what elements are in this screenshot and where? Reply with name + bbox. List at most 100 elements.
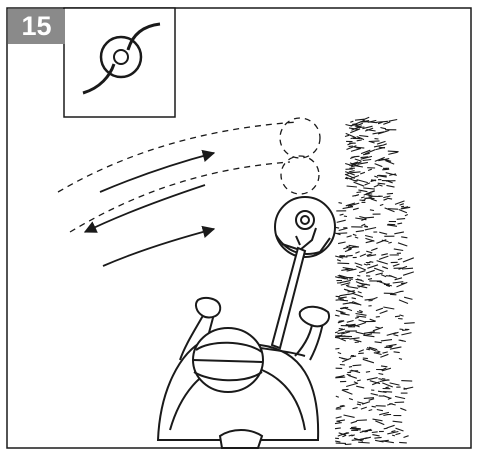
grass-stroke bbox=[398, 243, 407, 246]
grass-stroke bbox=[401, 283, 405, 284]
grass-stroke bbox=[349, 338, 359, 339]
grass-stroke bbox=[391, 431, 395, 432]
grass-stroke bbox=[390, 383, 400, 385]
step-number-badge: 15 bbox=[8, 9, 65, 44]
grass-stroke bbox=[339, 203, 342, 204]
grass-stroke bbox=[349, 367, 352, 368]
grass-stroke bbox=[354, 382, 358, 384]
grass-stroke bbox=[351, 149, 361, 152]
grass-stroke bbox=[399, 210, 407, 213]
grass-stroke bbox=[397, 219, 405, 220]
grass-stroke bbox=[350, 356, 356, 357]
grass-stroke bbox=[359, 271, 365, 273]
grass-stroke bbox=[358, 190, 367, 192]
grass-stroke bbox=[404, 436, 409, 438]
grass-stroke bbox=[349, 146, 353, 147]
grass-stroke bbox=[336, 233, 348, 234]
grass-stroke bbox=[383, 415, 387, 416]
arrow-right-upper bbox=[100, 153, 214, 192]
grass-stroke bbox=[353, 208, 359, 210]
grass-stroke bbox=[368, 279, 372, 280]
grass-stroke bbox=[347, 186, 357, 187]
grass-stroke bbox=[382, 267, 388, 269]
grass-stroke bbox=[396, 428, 404, 431]
grass-stroke bbox=[338, 297, 347, 298]
grass-stroke bbox=[380, 354, 388, 357]
grass-stroke bbox=[388, 152, 397, 154]
grass-stroke bbox=[360, 200, 366, 201]
grass-stroke bbox=[381, 254, 388, 256]
grass-stroke bbox=[369, 399, 374, 401]
grass-stroke bbox=[346, 255, 353, 256]
grass-stroke bbox=[378, 183, 386, 184]
grass-stroke bbox=[380, 128, 386, 129]
arrow-left bbox=[85, 185, 205, 232]
grass-stroke bbox=[363, 359, 374, 363]
grass-stroke bbox=[384, 199, 388, 200]
grass-edge bbox=[335, 117, 415, 444]
grass-stroke bbox=[355, 317, 359, 318]
grass-stroke bbox=[374, 437, 381, 438]
grass-stroke bbox=[337, 260, 341, 261]
grass-stroke bbox=[353, 408, 358, 409]
grass-stroke bbox=[363, 358, 368, 359]
grass-stroke bbox=[364, 398, 374, 399]
grass-stroke bbox=[356, 323, 366, 326]
grass-stroke bbox=[356, 332, 366, 334]
grass-stroke bbox=[357, 140, 362, 141]
grass-stroke bbox=[373, 419, 383, 421]
grass-stroke bbox=[357, 380, 361, 381]
grass-stroke bbox=[379, 256, 388, 259]
grass-stroke bbox=[356, 282, 363, 285]
grass-stroke bbox=[389, 346, 393, 347]
grass-stroke bbox=[380, 311, 388, 314]
grass-stroke bbox=[337, 263, 349, 264]
grass-stroke bbox=[342, 435, 346, 437]
grass-stroke bbox=[386, 276, 392, 277]
grass-stroke bbox=[357, 192, 362, 193]
grass-stroke bbox=[399, 442, 407, 443]
grass-stroke bbox=[379, 374, 384, 375]
grass-stroke bbox=[363, 160, 372, 161]
grass-stroke bbox=[359, 136, 368, 137]
grass-stroke bbox=[355, 263, 363, 266]
grass-stroke bbox=[347, 287, 358, 289]
grass-stroke bbox=[387, 193, 393, 194]
grass-stroke bbox=[345, 135, 349, 136]
grass-stroke bbox=[372, 435, 379, 436]
grass-stroke bbox=[393, 282, 404, 283]
grass-stroke bbox=[402, 268, 413, 269]
grass-stroke bbox=[370, 210, 374, 211]
grass-stroke bbox=[344, 415, 355, 417]
grass-stroke bbox=[338, 353, 341, 354]
grass-stroke bbox=[355, 159, 362, 161]
operator-figure bbox=[158, 298, 329, 448]
grass-stroke bbox=[358, 353, 364, 354]
grass-stroke bbox=[353, 365, 362, 366]
grass-stroke bbox=[367, 265, 378, 269]
grass-stroke bbox=[383, 307, 394, 309]
grass-stroke bbox=[374, 176, 378, 177]
grass-stroke bbox=[365, 183, 370, 185]
grass-stroke bbox=[355, 237, 358, 238]
grass-stroke bbox=[357, 404, 361, 405]
grass-stroke bbox=[384, 284, 390, 285]
grass-stroke bbox=[350, 121, 353, 122]
grass-stroke bbox=[401, 381, 412, 382]
grass-stroke bbox=[354, 340, 362, 342]
grass-stroke bbox=[349, 279, 353, 280]
grass-stroke bbox=[400, 315, 404, 316]
grass-stroke bbox=[369, 410, 373, 411]
grass-stroke bbox=[357, 275, 360, 276]
grass-stroke bbox=[335, 441, 340, 442]
grass-stroke bbox=[395, 316, 400, 317]
grass-stroke bbox=[404, 323, 415, 324]
grass-stroke bbox=[356, 314, 367, 316]
grass-stroke bbox=[338, 242, 346, 244]
grass-stroke bbox=[405, 215, 408, 216]
grass-stroke bbox=[351, 157, 355, 158]
grass-stroke bbox=[359, 310, 363, 311]
grass-stroke bbox=[348, 375, 357, 378]
grass-stroke bbox=[377, 351, 380, 352]
grass-stroke bbox=[393, 421, 403, 422]
